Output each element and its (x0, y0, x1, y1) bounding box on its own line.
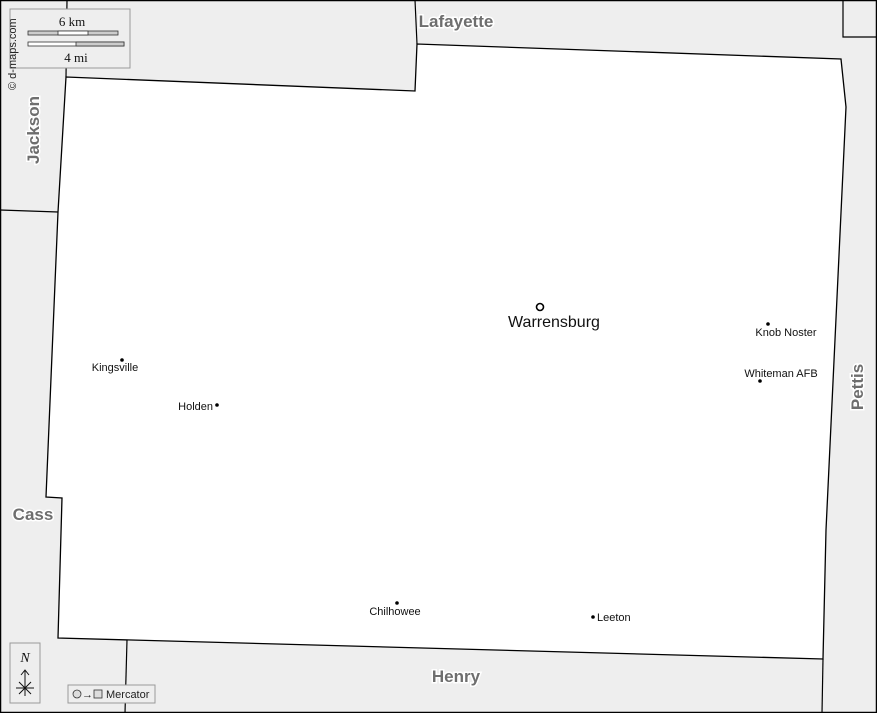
compass-icon (16, 669, 34, 696)
square-icon (93, 689, 103, 699)
scale-bar: 6 km 4 mi (9, 8, 131, 69)
globe-icon (72, 689, 82, 699)
label-lafayette: Lafayette (419, 12, 494, 31)
north-label: N (19, 651, 30, 666)
kingsville-marker[interactable] (120, 358, 124, 362)
label-henry: Henry (432, 667, 481, 686)
place-knob-noster[interactable]: Knob Noster (755, 327, 816, 339)
chilhowee-marker[interactable] (395, 601, 399, 605)
north-arrow: N (9, 642, 41, 704)
label-cass: Cass (13, 505, 54, 524)
projection-label: Mercator (106, 689, 150, 701)
label-jackson: Jackson (24, 96, 43, 164)
label-pettis: Pettis (848, 364, 867, 410)
leeton-marker[interactable] (591, 615, 595, 619)
scale-mi-label: 4 mi (64, 50, 88, 65)
warrensburg-marker[interactable] (535, 302, 545, 312)
knob-noster-marker[interactable] (766, 322, 770, 326)
arrow-icon: → (82, 689, 93, 701)
copyright: © d-maps.com (7, 18, 19, 90)
place-kingsville[interactable]: Kingsville (92, 362, 138, 374)
projection-box: → Mercator (67, 684, 156, 704)
place-leeton[interactable]: Leeton (597, 612, 631, 624)
whiteman-afb-marker[interactable] (758, 379, 762, 383)
scale-km-label: 6 km (59, 14, 85, 29)
johnson-county (45, 43, 847, 660)
place-warrensburg[interactable]: Warrensburg (508, 314, 600, 331)
place-holden[interactable]: Holden (178, 401, 213, 413)
place-chilhowee[interactable]: Chilhowee (369, 606, 420, 618)
place-whiteman-afb[interactable]: Whiteman AFB (744, 368, 817, 380)
holden-marker[interactable] (215, 403, 219, 407)
